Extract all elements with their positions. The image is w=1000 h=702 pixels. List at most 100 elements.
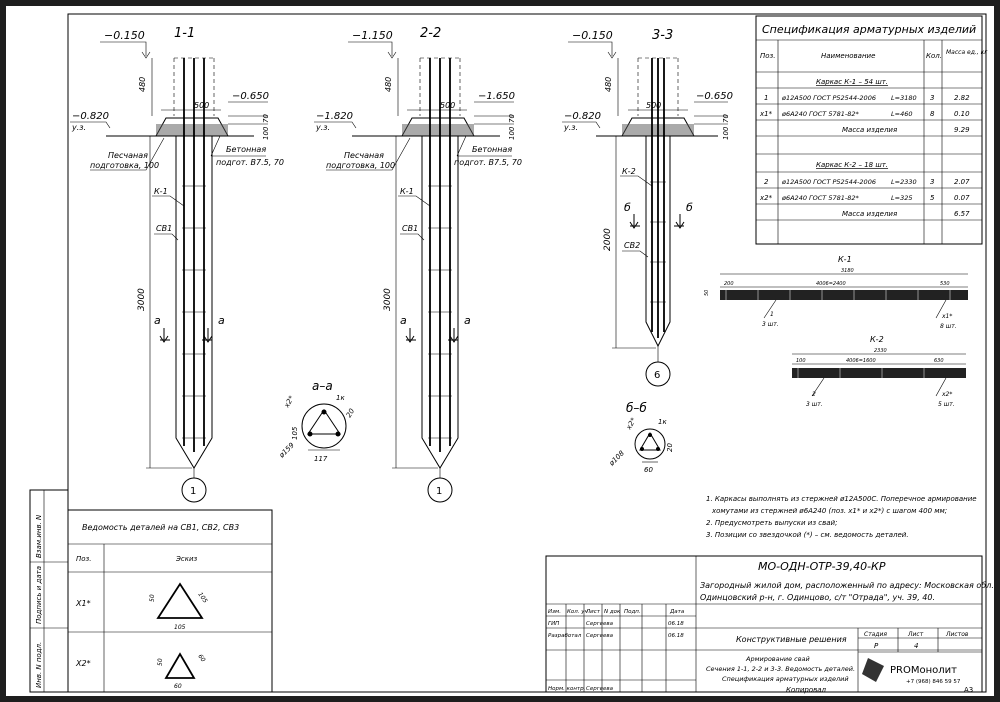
dim-70: 70: [262, 114, 270, 123]
object-line-1: Загородный жилой дом, расположенный по а…: [700, 581, 994, 590]
label-sand-1: Песчаная: [108, 151, 148, 160]
spec-group1: Каркас К-1 – 54 шт.: [816, 78, 888, 86]
frame-label-leader: [620, 175, 653, 187]
spec-mass-label-1: Масса изделия: [842, 126, 897, 134]
details-col-pos: Поз.: [76, 555, 92, 563]
spec-grid: [756, 39, 982, 244]
cross-label-1k: 1к: [658, 418, 667, 426]
sign-role-1: ГИП: [548, 621, 559, 627]
spec-r2-len: L=460: [891, 110, 912, 118]
dim-70: 70: [722, 114, 730, 123]
frame-total: 2330: [874, 348, 887, 354]
dim-cap-width: 500: [194, 101, 209, 110]
spec-frame: [755, 15, 983, 245]
cross-triangle: [307, 409, 341, 435]
spec-r3-mass: 2.07: [954, 178, 970, 186]
details-table: Ведомость деталей на СВ1, СВ2, СВ3 Поз. …: [67, 509, 273, 693]
frame-title: К-2: [870, 335, 884, 344]
cut-arrows: [405, 328, 459, 343]
sign-role-2: Разработал: [548, 633, 582, 639]
spec-title: Спецификация арматурных изделий: [762, 23, 976, 36]
frame-label: К-2: [622, 167, 636, 176]
spec-r1-len: L=3180: [891, 94, 917, 102]
section-3-3: 3-3 −0.150 480 500 −0.820 у.з. −0.650 70…: [562, 28, 733, 387]
cut-arrows: [629, 214, 685, 229]
sign-role-6: Норм. контр.: [548, 686, 586, 692]
frame-label: К-1: [400, 187, 414, 196]
level-ground: −1.820: [316, 111, 353, 122]
spec-r3-name: ø12А500 ГОСТ Р52544-2006: [781, 178, 876, 186]
rebar-dot: [307, 431, 313, 437]
pile-label-leader: [400, 233, 425, 241]
spec-mass-label-2: Масса изделия: [842, 210, 897, 218]
frame-tag-a: 1: [770, 311, 774, 318]
rebar-dot: [648, 433, 652, 437]
spec-r3-len: L=2330: [891, 178, 917, 186]
spec-h-mass: Масса ед., кг: [946, 49, 988, 56]
level-top: −0.150: [572, 29, 613, 42]
pile-label-leader: [622, 250, 649, 258]
dim-480: 480: [604, 77, 613, 92]
level-ground-sub: у.з.: [71, 123, 86, 132]
level-top-leader: [568, 41, 613, 56]
frame-tag-a-sub: 3 шт.: [762, 321, 779, 328]
sign-date-2: 06.18: [668, 633, 684, 639]
spec-r3-qty: 3: [930, 178, 934, 186]
label-concrete-1: Бетонная: [472, 145, 512, 154]
stage-h-2: Лист: [907, 631, 924, 638]
frame-dim-right: 530: [940, 281, 950, 287]
cross-label-1k: 1к: [336, 394, 345, 402]
spec-r4-pos: х2*: [759, 194, 773, 202]
cap-hatch: [156, 124, 228, 136]
level-ground: −0.820: [72, 111, 109, 122]
frame-total: 3180: [841, 268, 854, 274]
level-right: −0.650: [696, 91, 733, 102]
pile-label: СВ2: [624, 241, 640, 250]
dim-100: 100: [262, 126, 270, 140]
level-right: −0.650: [232, 91, 269, 102]
spec-r1-name: ø12А500 ГОСТ Р52544-2006: [781, 94, 876, 102]
details-grid: [68, 543, 272, 692]
stage-h-1: Стадия: [864, 631, 887, 638]
axis-marker: [645, 361, 671, 387]
dim-100: 100: [722, 126, 730, 140]
stirrups: [428, 185, 452, 439]
pile-top-outline: [419, 57, 461, 116]
frame-tag-a-sub: 3 шт.: [806, 401, 823, 408]
stage-h-3: Листов: [945, 631, 969, 638]
frame-dim-mid: 4006=1600: [846, 358, 876, 364]
detail-x1-triangle: [156, 582, 204, 619]
level-right: −1.650: [478, 91, 515, 102]
cross-circle: [634, 428, 666, 460]
frame-stirrups: [797, 368, 925, 378]
sign-h-list: Лист: [585, 609, 601, 615]
copied-label: Копировал: [786, 686, 826, 694]
detail-x2-triangle: [164, 652, 196, 679]
cross-label-117: 117: [314, 455, 328, 463]
stirrups: [650, 181, 666, 303]
label-concrete-1: Бетонная: [226, 145, 266, 154]
frame-tag-b: х1*: [941, 313, 952, 320]
drawing-sheet: 1-1 −0.150 480 500 −0.820 у.з. −0.650 70…: [6, 6, 994, 696]
sign-name-2: Сергеева: [586, 633, 614, 639]
cross-label-105: 105: [291, 426, 299, 440]
dim-cap-width: 500: [440, 101, 455, 110]
cut-arrows: [159, 328, 213, 343]
sign-h-kol: Кол. уч: [567, 609, 589, 615]
details-title: Ведомость деталей на СВ1, СВ2, СВ3: [82, 523, 239, 532]
rebar-lines: [183, 58, 205, 452]
format-label: А3: [964, 686, 974, 694]
sign-h-doc: N док: [604, 609, 621, 615]
sign-h-date: Дата: [669, 609, 685, 615]
axis-marker-label: 6: [654, 370, 660, 381]
section-title: 2-2: [420, 26, 441, 41]
cross-label-diam: ø108: [607, 449, 626, 468]
notes: 1. Каркасы выполнять из стержней ø12А500…: [706, 495, 977, 539]
axis-marker: [427, 477, 453, 503]
section-title: 1-1: [174, 26, 195, 41]
sign-name-1: Сергеева: [586, 621, 614, 627]
cut-label-right: а: [464, 314, 471, 327]
details-row2-pos: Х2*: [75, 659, 91, 668]
cross-label-x2: х2*: [624, 416, 638, 432]
title-block: МО-ОДН-ОТР-39,40-КР Загородный жилой дом…: [545, 555, 994, 693]
